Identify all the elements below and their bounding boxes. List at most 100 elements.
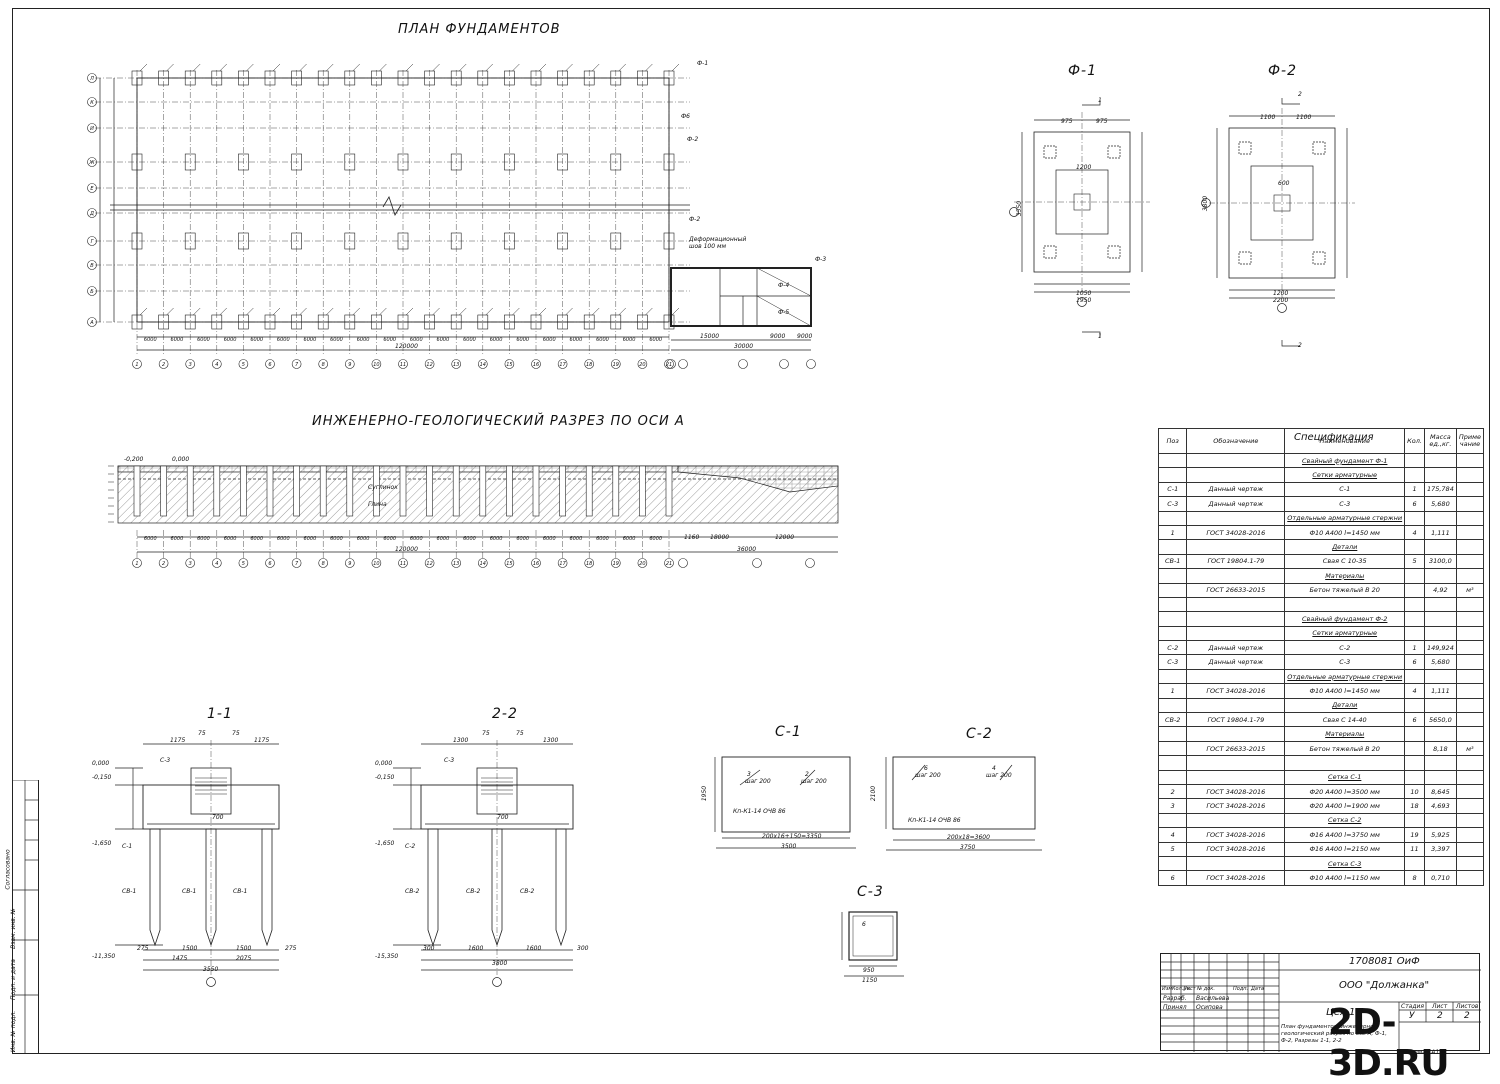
stamp-col-izm: Изм <box>1162 986 1173 992</box>
spec-cell: ГОСТ 34028-2016 <box>1186 827 1286 843</box>
cut11-mark-c1: С-1 <box>122 843 133 850</box>
axis-bubble <box>291 359 302 369</box>
leader-line <box>432 307 440 316</box>
axis-number: 15 <box>506 561 512 567</box>
spec-cell <box>1455 452 1485 469</box>
spec-cell: Данный чертеж <box>1186 640 1286 656</box>
geo-dim-6000: 6000 <box>490 536 503 542</box>
extension-outline <box>670 267 812 327</box>
plan-dim-6000: 6000 <box>277 337 290 343</box>
spec-cell: ГОСТ 26633-2015 <box>1186 582 1286 598</box>
foundation-f1 <box>344 70 356 86</box>
axis-bubble <box>344 558 355 568</box>
spec-cell <box>1423 625 1457 642</box>
drawing-frame <box>12 8 1490 1054</box>
axis-number: 5 <box>242 561 245 567</box>
foundation-f2 <box>184 232 196 250</box>
spec-cell <box>1157 611 1188 627</box>
spec-cell <box>1157 596 1188 613</box>
axis-number: 16 <box>533 561 539 567</box>
spec-cell: Данный чертеж <box>1186 496 1286 512</box>
leader-line <box>512 63 520 72</box>
spec-row: Сетки арматурные <box>1157 625 1485 642</box>
axis-bubble <box>318 359 329 369</box>
cut11-bot-2: 1500 <box>182 945 198 952</box>
leader-line <box>739 769 761 786</box>
leader-line <box>139 307 148 316</box>
stamp-col-doc: № док. <box>1197 986 1215 992</box>
spec-cell: 1 <box>1157 683 1188 699</box>
stamp-col-list: Лист <box>1183 986 1196 992</box>
spec-cell <box>1157 726 1188 742</box>
pile <box>612 465 620 517</box>
geo-level-1: -0,200 <box>124 456 144 463</box>
axis-bubble <box>1201 198 1211 208</box>
foundation-f1 <box>450 70 462 86</box>
section-cuts <box>115 740 574 987</box>
cut22-bot-3: 1600 <box>526 945 542 952</box>
spec-cell: 5650,0 <box>1423 712 1457 728</box>
axis-number: 12 <box>426 561 432 567</box>
spec-cell <box>1404 812 1425 829</box>
geo-dim-6000: 6000 <box>171 536 184 542</box>
foundation-f1 <box>344 314 356 330</box>
spec-cell <box>1404 582 1425 598</box>
foundation-f1 <box>264 70 276 86</box>
leader-line <box>671 307 680 316</box>
spec-cell: 1,111 <box>1423 683 1457 699</box>
axis-bubble <box>477 359 488 369</box>
axis-number: 17 <box>559 561 566 567</box>
spec-cell: ГОСТ 34028-2016 <box>1186 524 1286 541</box>
f1-pile <box>1043 145 1057 159</box>
leader-line <box>592 307 600 316</box>
spec-cell <box>1157 769 1188 785</box>
axis-bubble <box>132 558 142 568</box>
spec-row <box>1157 755 1485 771</box>
geo-section-title: ИНЖЕНЕРНО-ГЕОЛОГИЧЕСКИЙ РАЗРЕЗ ПО ОСИ А <box>312 414 685 429</box>
axis-number: 20 <box>639 561 645 567</box>
plan-ext-dim-2: 9000 <box>770 333 786 340</box>
cut22-bot-2: 1600 <box>468 945 484 952</box>
stamp-dev-role: Разраб. <box>1163 995 1187 1002</box>
cut22-mark-sv2: СВ-2 <box>466 888 481 895</box>
foundation-details <box>1009 98 1355 347</box>
cut22-top-2: 75 <box>482 730 490 737</box>
side-sign-date: Подп. и дата <box>9 959 17 1000</box>
leader-line <box>645 63 653 72</box>
spec-cell: Ф20 А400 l=1900 мм <box>1284 798 1406 814</box>
spec-cell <box>1455 870 1485 886</box>
spec-cell: Детали <box>1284 697 1406 714</box>
spec-cell <box>1455 855 1485 872</box>
spec-cell <box>1157 855 1188 872</box>
pile <box>506 465 513 517</box>
axis-bubble <box>212 359 222 369</box>
spec-cell <box>1455 467 1485 483</box>
spec-cell <box>1455 654 1485 670</box>
spec-cell <box>1455 783 1485 800</box>
spec-cell: 6 <box>1404 496 1425 512</box>
axis-bubble <box>158 359 169 369</box>
spec-cell <box>1423 539 1457 555</box>
spec-cell: Ф10 А400 l=1450 мм <box>1284 683 1406 699</box>
spec-row: Детали <box>1157 697 1485 714</box>
spec-cell: ГОСТ 26633-2015 <box>1186 740 1286 757</box>
spec-cell: 175,784 <box>1423 481 1457 498</box>
plan-ext-total: 30000 <box>734 343 754 350</box>
axis-bubble <box>504 359 515 369</box>
pile <box>186 465 194 517</box>
foundation-f1 <box>557 70 568 86</box>
spec-cell: 19 <box>1404 827 1425 843</box>
plan-total-dim: 120000 <box>395 343 418 350</box>
foundation-f1 <box>450 314 462 330</box>
mesh-details <box>714 756 1042 977</box>
extension-diag <box>756 295 812 327</box>
f2-pile <box>1238 141 1252 155</box>
axis-bubble <box>637 359 648 369</box>
foundation-f2 <box>238 232 249 250</box>
cut22-inner: 700 <box>497 814 509 821</box>
axis-bubble <box>637 558 648 568</box>
spec-cell <box>1186 726 1286 742</box>
geo-dim-6000: 6000 <box>357 536 370 542</box>
